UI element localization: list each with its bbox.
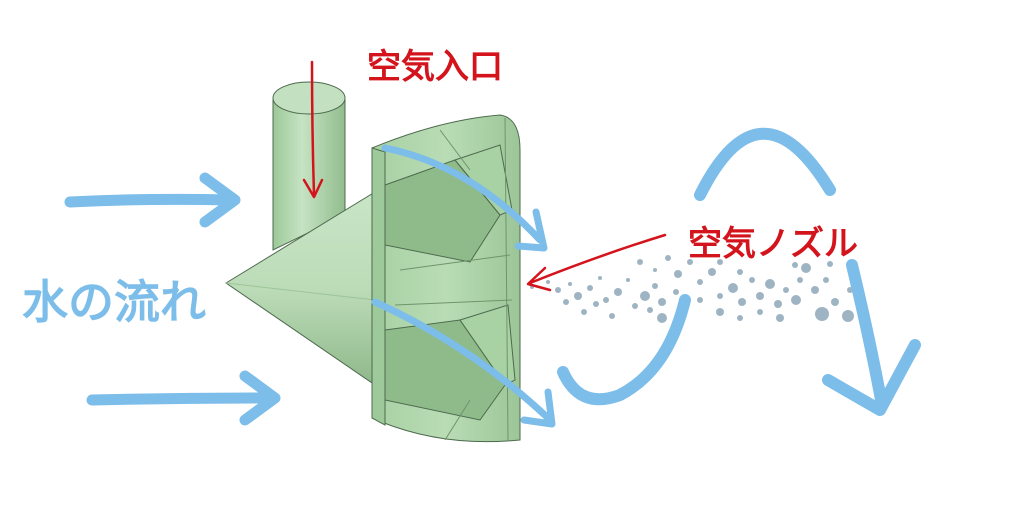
- air-bubble: [555, 287, 561, 293]
- air-bubble: [581, 309, 587, 315]
- air-bubble: [792, 262, 798, 268]
- air-bubble: [774, 300, 782, 308]
- air-bubble: [614, 288, 622, 296]
- air-bubble: [811, 286, 819, 294]
- air-inlet-pointer: [302, 60, 324, 199]
- air-bubble: [749, 277, 755, 283]
- air-bubble: [738, 298, 746, 306]
- air-bubble: [717, 259, 723, 265]
- air-bubble: [717, 293, 723, 299]
- air-bubbles: [530, 255, 854, 323]
- air-bubble: [647, 307, 653, 313]
- air-bubble: [593, 301, 599, 307]
- inflow-arrow-upper: [64, 172, 241, 228]
- air-bubble: [697, 297, 703, 303]
- air-bubble: [728, 283, 738, 293]
- air-bubble: [756, 292, 764, 300]
- air-bubble: [546, 280, 550, 284]
- flow-over-wheel-upper: [381, 144, 548, 252]
- air-bubble: [765, 279, 775, 289]
- air-bubble: [815, 307, 829, 321]
- air-bubble: [697, 279, 703, 285]
- impeller-wheel: [371, 114, 521, 443]
- air-bubble: [716, 308, 724, 316]
- air-bubble: [673, 289, 679, 295]
- air-bubble: [776, 314, 784, 322]
- air-nozzle-pointer: [526, 233, 667, 292]
- swirl-arc-arrow: [694, 127, 921, 416]
- air-bubble: [563, 299, 569, 305]
- air-bubble: [823, 277, 829, 283]
- air-bubble: [609, 313, 615, 319]
- air-bubble: [708, 268, 716, 276]
- air-bubble: [632, 303, 638, 309]
- air-bubble: [603, 297, 609, 303]
- air-bubble: [568, 282, 572, 286]
- air-bubble: [687, 259, 693, 265]
- flow-over-wheel-lower: [371, 298, 556, 428]
- air-bubble: [652, 283, 658, 289]
- air-nozzle-label: 空気ノズル: [688, 224, 858, 264]
- water-flow-label: 水の流れ: [22, 275, 206, 329]
- water-flow-arrows: [64, 127, 921, 428]
- air-bubble: [587, 285, 593, 291]
- air-bubble: [574, 292, 582, 300]
- air-bubble: [831, 298, 839, 306]
- air-bubble: [658, 298, 666, 306]
- swirl-u-curve: [557, 294, 691, 406]
- air-inlet-label: 空気入口: [367, 47, 503, 87]
- inflow-arrow-lower: [86, 370, 281, 426]
- air-bubble: [757, 309, 763, 315]
- air-bubble: [665, 255, 671, 261]
- air-inlet-pipe: [272, 81, 346, 251]
- air-bubble: [801, 263, 811, 273]
- air-bubble: [737, 269, 743, 275]
- air-bubble: [674, 270, 682, 278]
- air-bubble: [791, 295, 801, 305]
- air-bubble: [797, 277, 803, 283]
- air-bubble: [657, 313, 667, 323]
- air-bubble: [640, 291, 650, 301]
- air-bubble: [598, 276, 602, 280]
- air-bubble: [827, 261, 833, 267]
- air-bubble: [783, 287, 789, 293]
- air-bubble: [737, 315, 743, 321]
- air-bubble: [842, 310, 854, 322]
- air-bubble: [626, 278, 630, 282]
- air-bubble: [637, 259, 643, 265]
- air-bubble: [653, 268, 657, 272]
- aerator-machine: [225, 81, 521, 443]
